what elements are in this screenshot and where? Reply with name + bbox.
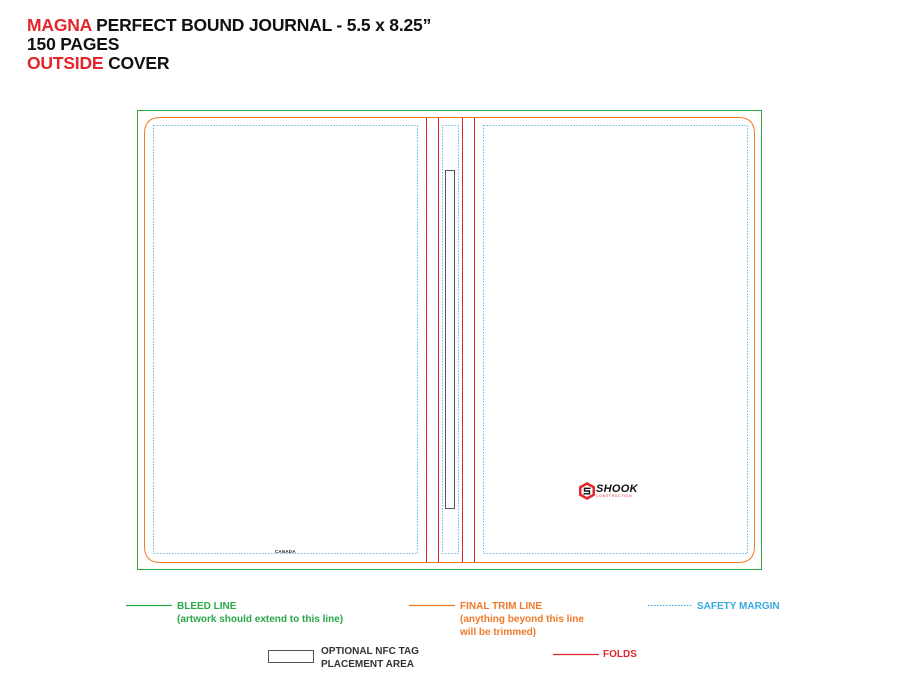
brand-name: MAGNA (27, 15, 92, 35)
shook-logo-icon (579, 482, 595, 500)
logo-wordmark: SHOOK (596, 483, 638, 495)
legend-nfc-label-2: PLACEMENT AREA (321, 659, 414, 670)
side-highlight: OUTSIDE (27, 53, 104, 73)
legend-folds-label: FOLDS (603, 649, 637, 660)
logo-subtitle: CONSTRUCTION (596, 494, 633, 498)
legend-trim: FINAL TRIM LINE (anything beyond this li… (460, 600, 584, 639)
side-rest: COVER (108, 53, 170, 73)
trim-line-front-cover (474, 117, 755, 563)
product-name: PERFECT BOUND JOURNAL - 5.5 x 8.25” (96, 15, 432, 35)
legend-trim-note-2: will be trimmed) (460, 627, 537, 638)
legend-folds: FOLDS (603, 648, 637, 661)
legend-bleed-note: (artwork should extend to this line) (177, 614, 344, 625)
legend-nfc: OPTIONAL NFC TAG PLACEMENT AREA (321, 645, 419, 671)
legend-safety-label: SAFETY MARGIN (697, 601, 780, 612)
title-line-product: MAGNA PERFECT BOUND JOURNAL - 5.5 x 8.25… (27, 16, 431, 35)
trim-line-back-cover (144, 117, 427, 563)
safety-margin-back-cover (153, 125, 418, 554)
back-cover-imprint: CANADA (275, 549, 296, 554)
legend-trim-note-1: (anything beyond this line (460, 614, 584, 625)
safety-margin-front-cover (483, 125, 748, 554)
legend-safety: SAFETY MARGIN (697, 600, 780, 613)
legend-nfc-swatch (268, 650, 314, 663)
title-line-side: OUTSIDE COVER (27, 54, 431, 73)
bleed-line (137, 110, 762, 570)
nfc-tag-area (445, 170, 455, 509)
template-title: MAGNA PERFECT BOUND JOURNAL - 5.5 x 8.25… (27, 16, 431, 73)
legend-bleed-label: BLEED LINE (177, 601, 237, 612)
legend-bleed: BLEED LINE (artwork should extend to thi… (177, 600, 343, 626)
front-cover-logo: SHOOK CONSTRUCTION (596, 484, 638, 499)
title-line-pages: 150 PAGES (27, 34, 120, 54)
legend-nfc-label-1: OPTIONAL NFC TAG (321, 646, 419, 657)
legend-trim-label: FINAL TRIM LINE (460, 601, 543, 612)
